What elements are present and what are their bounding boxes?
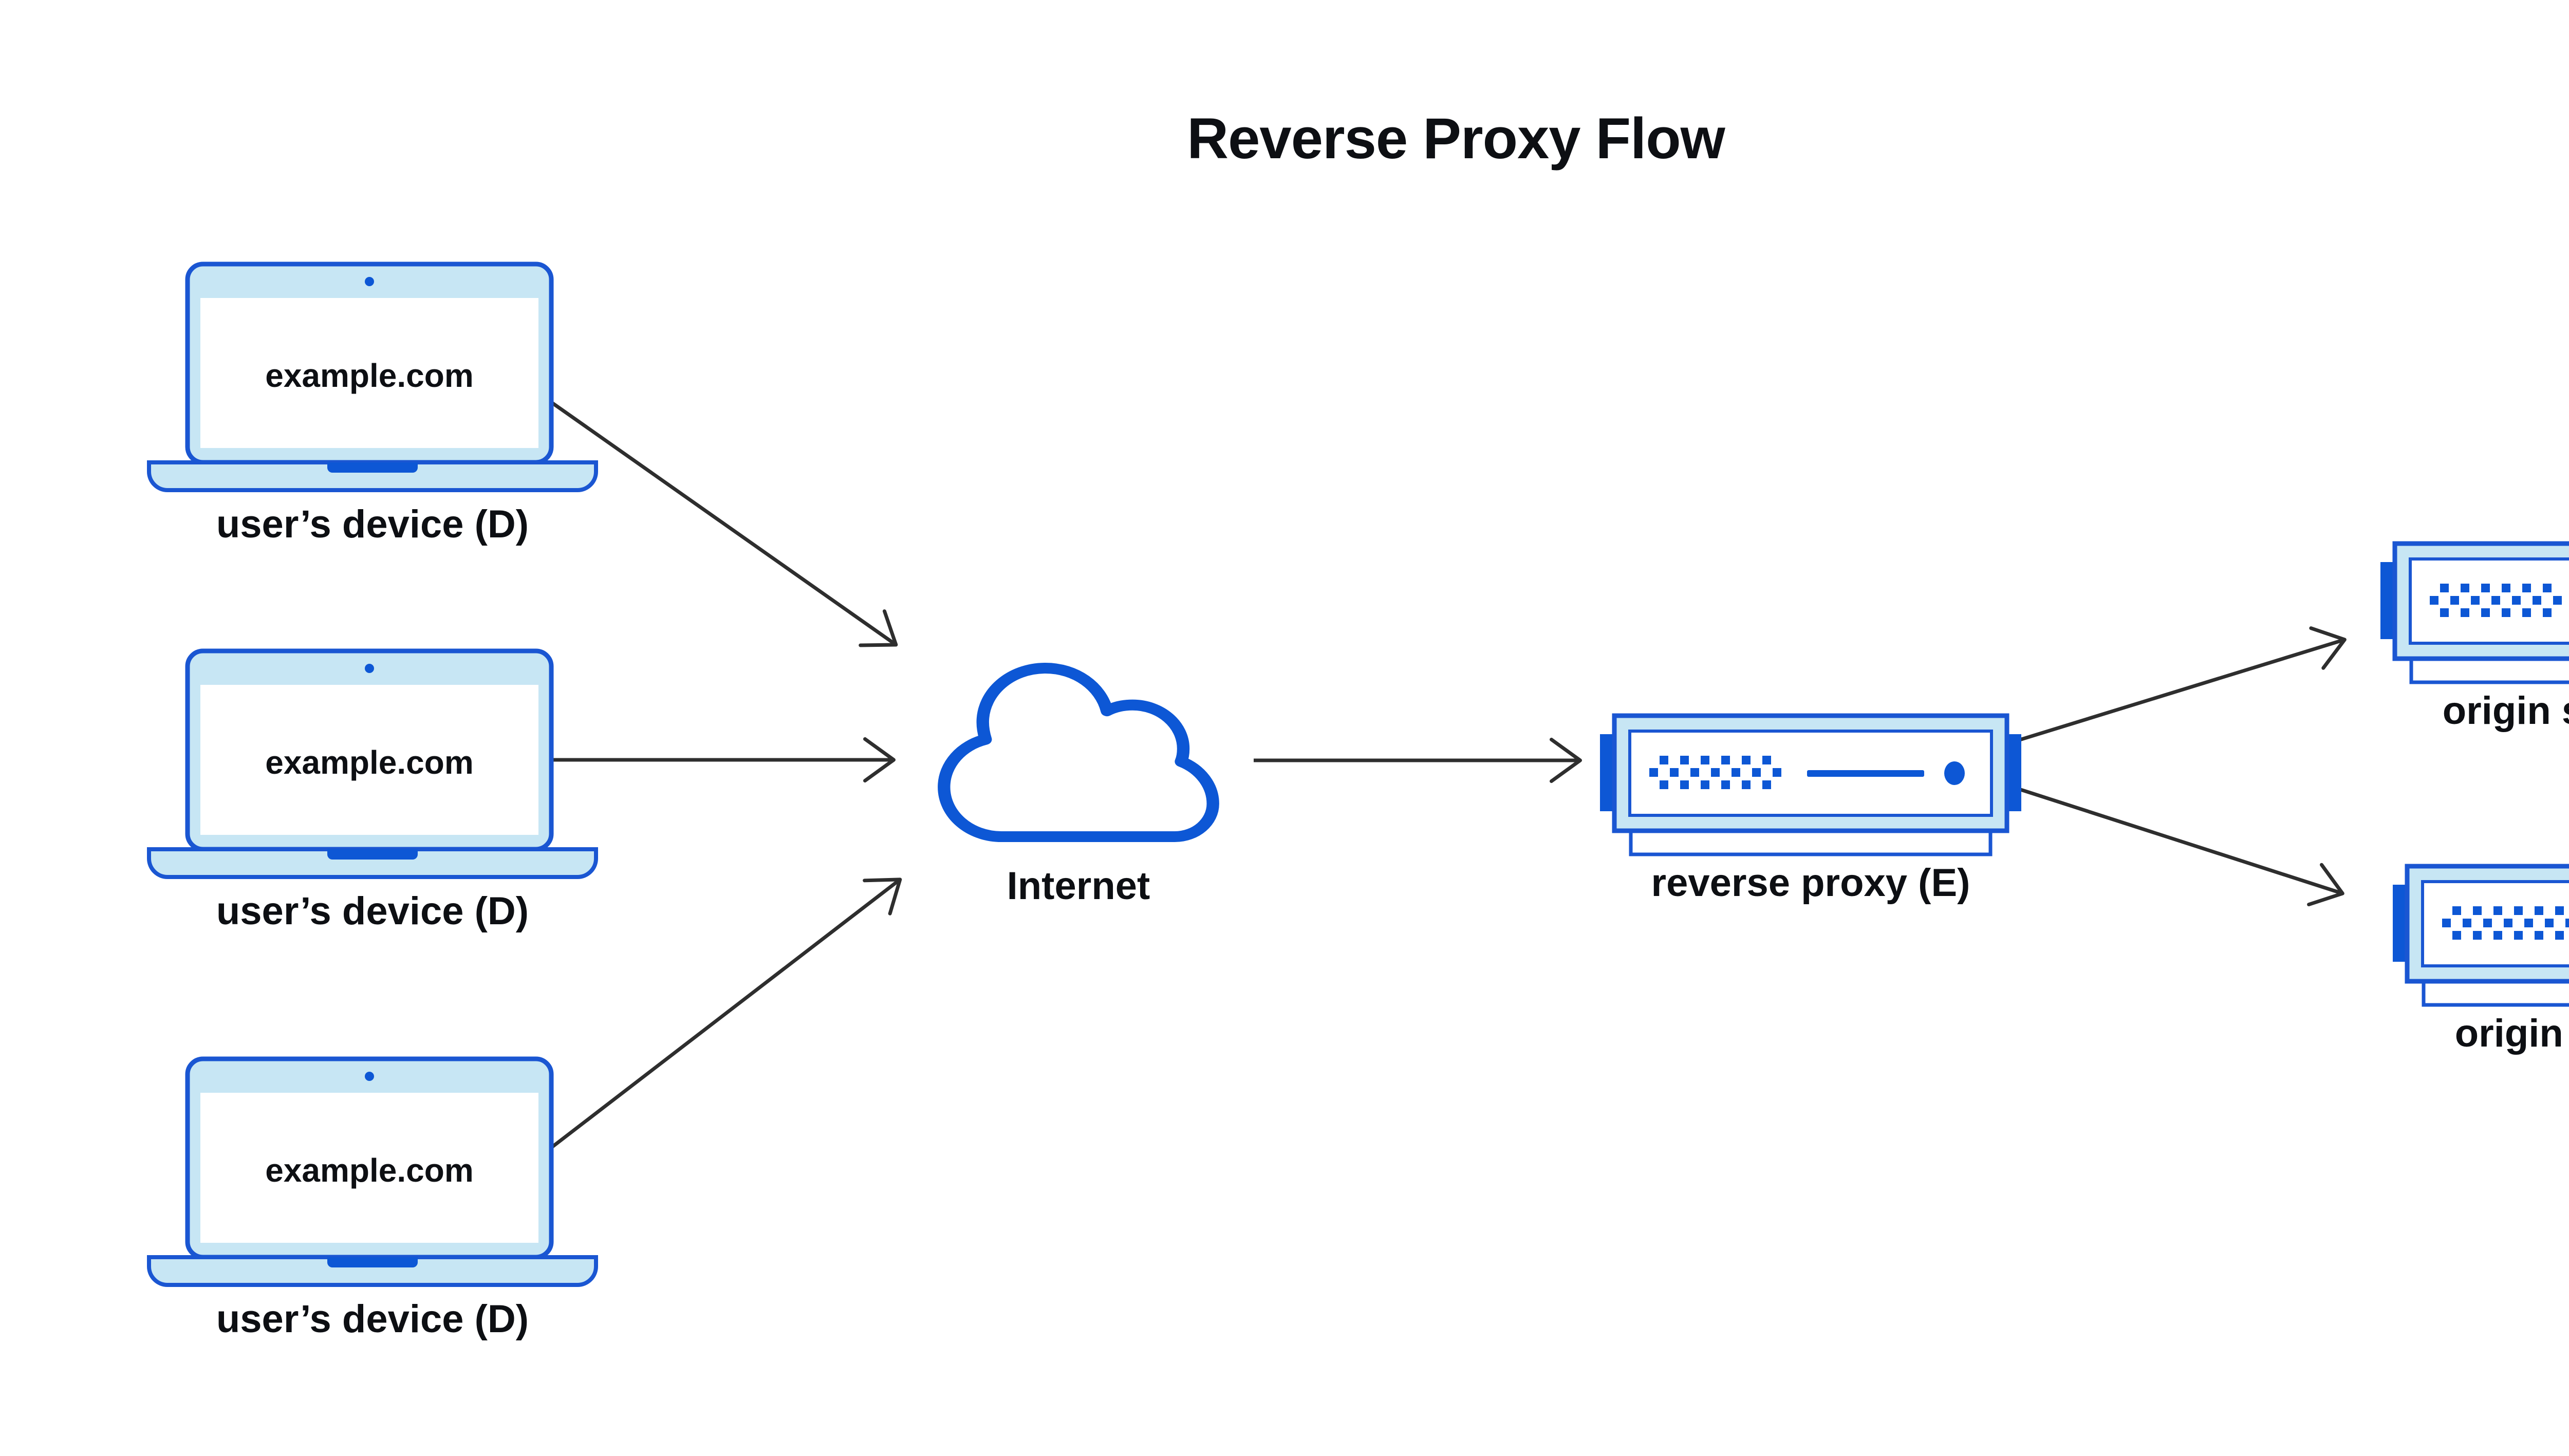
origin-server-label: origin server (F): [2442, 689, 2569, 733]
origin-server-2-node: origin server (F): [2393, 864, 2569, 1055]
server-icon: [2380, 541, 2569, 684]
cloud-outline: [938, 662, 1219, 843]
internet-label: Internet: [1007, 864, 1150, 908]
user-device-1: example.com user’s device (D): [146, 261, 599, 546]
server-icon: [1600, 713, 2021, 856]
arrow-device3-to-internet: [508, 878, 902, 1181]
device-label: user’s device (D): [216, 1297, 529, 1341]
device-label: user’s device (D): [216, 502, 529, 546]
server-vent-dots: [2430, 584, 2562, 617]
internet-node: Internet: [937, 662, 1220, 908]
cloud-icon: [938, 662, 1219, 843]
server-slot-line: [1807, 770, 1924, 777]
arrow-proxy-to-origin2: [2005, 783, 2344, 907]
laptop-screen: [200, 1093, 538, 1243]
reverse-proxy-label: reverse proxy (E): [1651, 861, 1970, 905]
laptop-hinge-notch: [327, 849, 418, 860]
laptop-base: [147, 460, 598, 492]
laptop-hinge-notch: [327, 1257, 418, 1267]
device-screen-url: example.com: [265, 1152, 474, 1189]
server-vent-dots: [2442, 906, 2569, 940]
user-device-3: example.com user’s device (D): [146, 1056, 599, 1341]
laptop-icon: [147, 648, 598, 879]
server-icon: [2393, 864, 2569, 1007]
server-vent-dots: [1649, 756, 1781, 789]
server-panel: [2421, 880, 2569, 967]
laptop-hinge-notch: [327, 462, 418, 473]
laptop-icon: [147, 1056, 598, 1287]
user-device-2: example.com user’s device (D): [146, 648, 599, 933]
origin-server-1-node: origin server (F): [2380, 541, 2569, 733]
server-power-dot: [1944, 761, 1965, 785]
laptop-base: [147, 1255, 598, 1287]
origin-server-label: origin server (F): [2454, 1012, 2569, 1055]
laptop-base: [147, 847, 598, 879]
diagram-title: Reverse Proxy Flow: [1187, 106, 1725, 171]
camera-dot-icon: [365, 1072, 374, 1081]
arrow-proxy-to-origin1: [2005, 626, 2347, 746]
device-screen-url: example.com: [265, 744, 474, 781]
reverse-proxy-node: reverse proxy (E): [1600, 713, 2021, 905]
camera-dot-icon: [365, 277, 374, 286]
laptop-icon: [147, 262, 598, 492]
arrow-device1-to-internet: [508, 371, 898, 647]
laptop-screen: [200, 298, 538, 448]
device-screen-url: example.com: [265, 357, 474, 394]
camera-dot-icon: [365, 664, 374, 673]
laptop-screen: [200, 685, 538, 835]
device-label: user’s device (D): [216, 889, 529, 933]
